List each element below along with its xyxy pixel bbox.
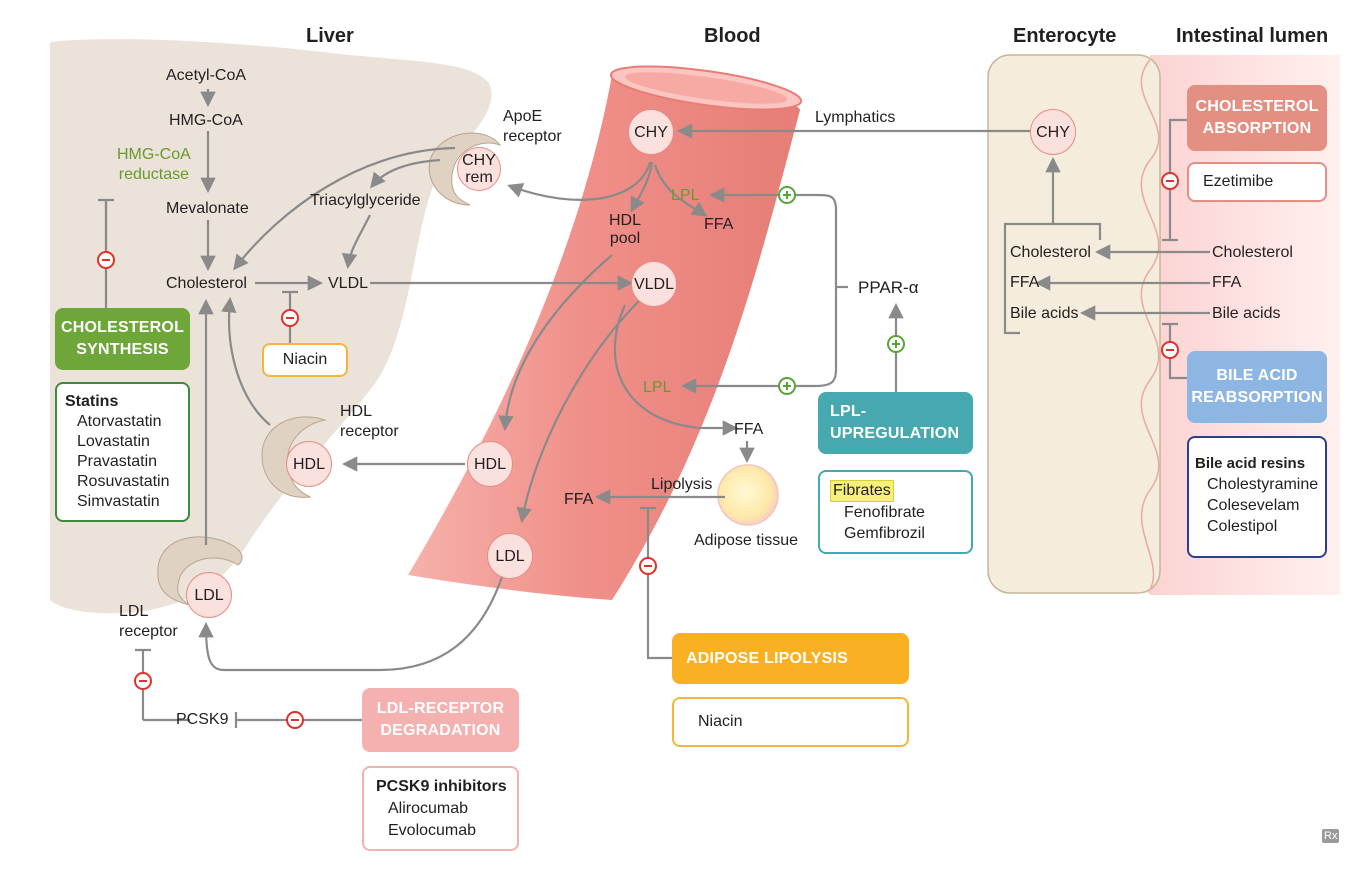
mechanism-cholesterol-synthesis: CHOLESTEROL SYNTHESIS <box>55 308 190 370</box>
inhibit-symbol-statins <box>97 251 115 269</box>
hdl-blood-node: HDL <box>467 441 513 487</box>
activate-symbol-lpl-bottom <box>778 377 796 395</box>
arrow-chy-ffa <box>653 164 708 217</box>
label-ffa-top: FFA <box>704 216 734 233</box>
chy-blood-node: CHY <box>628 109 674 155</box>
label-triacylglyceride: Triacylglyceride <box>310 192 421 209</box>
label-hmg-coa: HMG-CoA <box>169 112 243 129</box>
header-blood: Blood <box>704 25 761 47</box>
fibrates-title: Fibrates <box>830 480 894 502</box>
mechanism-ldl-receptor-degradation: LDL-RECEPTOR DEGRADATION <box>362 688 519 752</box>
statin-drug: Pravastatin <box>77 453 158 470</box>
label-cholesterol-enterocyte: Cholesterol <box>1010 244 1091 261</box>
hdl-liver-node: HDL <box>286 441 332 487</box>
inhibit-symbol-ezetimibe <box>1161 172 1179 190</box>
statins-title: Statins <box>65 393 119 410</box>
fibrate-drug: Gemfibrozil <box>844 525 925 542</box>
resin-drug: Cholestyramine <box>1207 476 1319 493</box>
label-lpl-bottom: LPL <box>643 379 672 396</box>
arrow-hdlpool-hdl <box>498 254 613 432</box>
label-ldl-receptor: LDL receptor <box>119 603 178 640</box>
arrow-ppar-lpl-top <box>708 187 838 287</box>
label-lpl-top: LPL <box>671 187 700 204</box>
pcsk9-inhibitors-title: PCSK9 inhibitors <box>376 778 507 795</box>
label-acetyl-coa: Acetyl-CoA <box>166 67 247 84</box>
resin-drug: Colestipol <box>1207 518 1278 535</box>
statins-box: Statins Atorvastatin Lovastatin Pravasta… <box>55 382 190 522</box>
header-liver: Liver <box>306 25 354 47</box>
rx-mark: Rx <box>1322 829 1340 843</box>
statin-drug: Rosuvastatin <box>77 473 170 490</box>
inhibit-symbol-ldl-receptor <box>134 672 152 690</box>
apoe-receptor-shape <box>428 132 502 206</box>
ezetimibe-box: Ezetimibe <box>1187 162 1327 202</box>
label-pcsk9: PCSK9 <box>176 711 229 728</box>
arrow-chy-chyrem <box>507 161 652 201</box>
vldl-blood-node: VLDL <box>631 261 677 307</box>
label-lymphatics: Lymphatics <box>815 109 896 126</box>
pcsk9-drug: Alirocumab <box>388 800 469 817</box>
label-ffa-lumen: FFA <box>1212 274 1242 291</box>
label-bile-acids-enterocyte: Bile acids <box>1010 305 1079 322</box>
mechanism-bile-acid-reabsorption: BILE ACID REABSORPTION <box>1187 351 1327 423</box>
inhibit-symbol-niacin-liver <box>281 309 299 327</box>
mechanism-cholesterol-absorption: CHOLESTEROL ABSORPTION <box>1187 85 1327 151</box>
inhibit-symbol-lipolysis <box>639 557 657 575</box>
resins-title: Bile acid resins <box>1195 455 1306 472</box>
chy-enterocyte-node: CHY <box>1030 109 1076 155</box>
chy-rem-node: CHY rem <box>457 147 501 191</box>
label-ffa-left: FFA <box>564 491 594 508</box>
arrow-chy-hdlpool <box>630 161 654 213</box>
activate-symbol-ppar <box>887 335 905 353</box>
header-intestinal-lumen: Intestinal lumen <box>1176 25 1329 47</box>
mechanism-lpl-upregulation: LPL- UPREGULATION <box>818 392 973 454</box>
inhibit-symbol-pcsk9 <box>286 711 304 729</box>
label-lipolysis: Lipolysis <box>651 476 713 493</box>
activate-symbol-lpl-top <box>778 186 796 204</box>
label-ffa-enterocyte: FFA <box>1010 274 1040 291</box>
enterocyte-bracket <box>1003 222 1102 335</box>
arrow-triacylglyceride-vldl <box>341 214 371 270</box>
arrow-hdl-cholesterol <box>221 296 271 426</box>
niacin-liver-box: Niacin <box>262 343 348 377</box>
statin-drug: Simvastatin <box>77 493 160 510</box>
arrow-chyrem-triacylglyceride <box>370 158 441 189</box>
inhibit-line-ezetimibe <box>1162 118 1187 242</box>
ldl-liver-node: LDL <box>186 572 232 618</box>
arrow-vldl-lpl-ffa <box>613 304 739 436</box>
enterocyte-villi-edge <box>1140 59 1160 591</box>
ldl-blood-node: LDL <box>487 533 533 579</box>
label-hdl-pool: HDL pool <box>609 212 642 247</box>
label-vldl-liver: VLDL <box>328 275 369 292</box>
label-hmg-coa-reductase: HMG-CoA reductase <box>117 146 191 183</box>
mechanism-adipose-lipolysis: ADIPOSE LIPOLYSIS <box>672 633 909 684</box>
resin-drug: Colesevelam <box>1207 497 1300 514</box>
statin-drug: Lovastatin <box>77 433 150 450</box>
label-mevalonate: Mevalonate <box>166 200 249 217</box>
niacin-adipose-box: Niacin <box>672 697 909 747</box>
adipose-cell <box>717 464 779 526</box>
label-adipose-tissue: Adipose tissue <box>694 532 799 549</box>
label-hdl-receptor: HDL receptor <box>340 403 399 440</box>
pcsk9-inhibitors-box: PCSK9 inhibitors Alirocumab Evolocumab <box>362 766 519 851</box>
label-cholesterol-lumen: Cholesterol <box>1212 244 1293 261</box>
arrow-chyrem-cholesterol <box>233 146 456 271</box>
inhibit-symbol-bile <box>1161 341 1179 359</box>
statin-drug: Atorvastatin <box>77 413 162 430</box>
fibrate-drug: Fenofibrate <box>844 504 925 521</box>
label-cholesterol-liver: Cholesterol <box>166 275 247 292</box>
header-enterocyte: Enterocyte <box>1013 25 1117 47</box>
fibrates-box: Fibrates Fenofibrate Gemfibrozil <box>818 470 973 554</box>
label-bile-acids-lumen: Bile acids <box>1212 305 1281 322</box>
bile-acid-resins-box: Bile acid resins Cholestyramine Coleseve… <box>1187 436 1327 558</box>
label-ppar-alpha: PPAR-α <box>858 278 919 297</box>
arrow-ppar-lpl-bottom <box>680 287 838 394</box>
pcsk9-drug: Evolocumab <box>388 822 477 839</box>
label-ffa-mid: FFA <box>734 421 764 438</box>
label-apoe-receptor: ApoE receptor <box>503 108 562 145</box>
enterocyte-cell <box>987 54 1161 594</box>
arrow-blood-ldl-to-liver <box>198 576 504 672</box>
